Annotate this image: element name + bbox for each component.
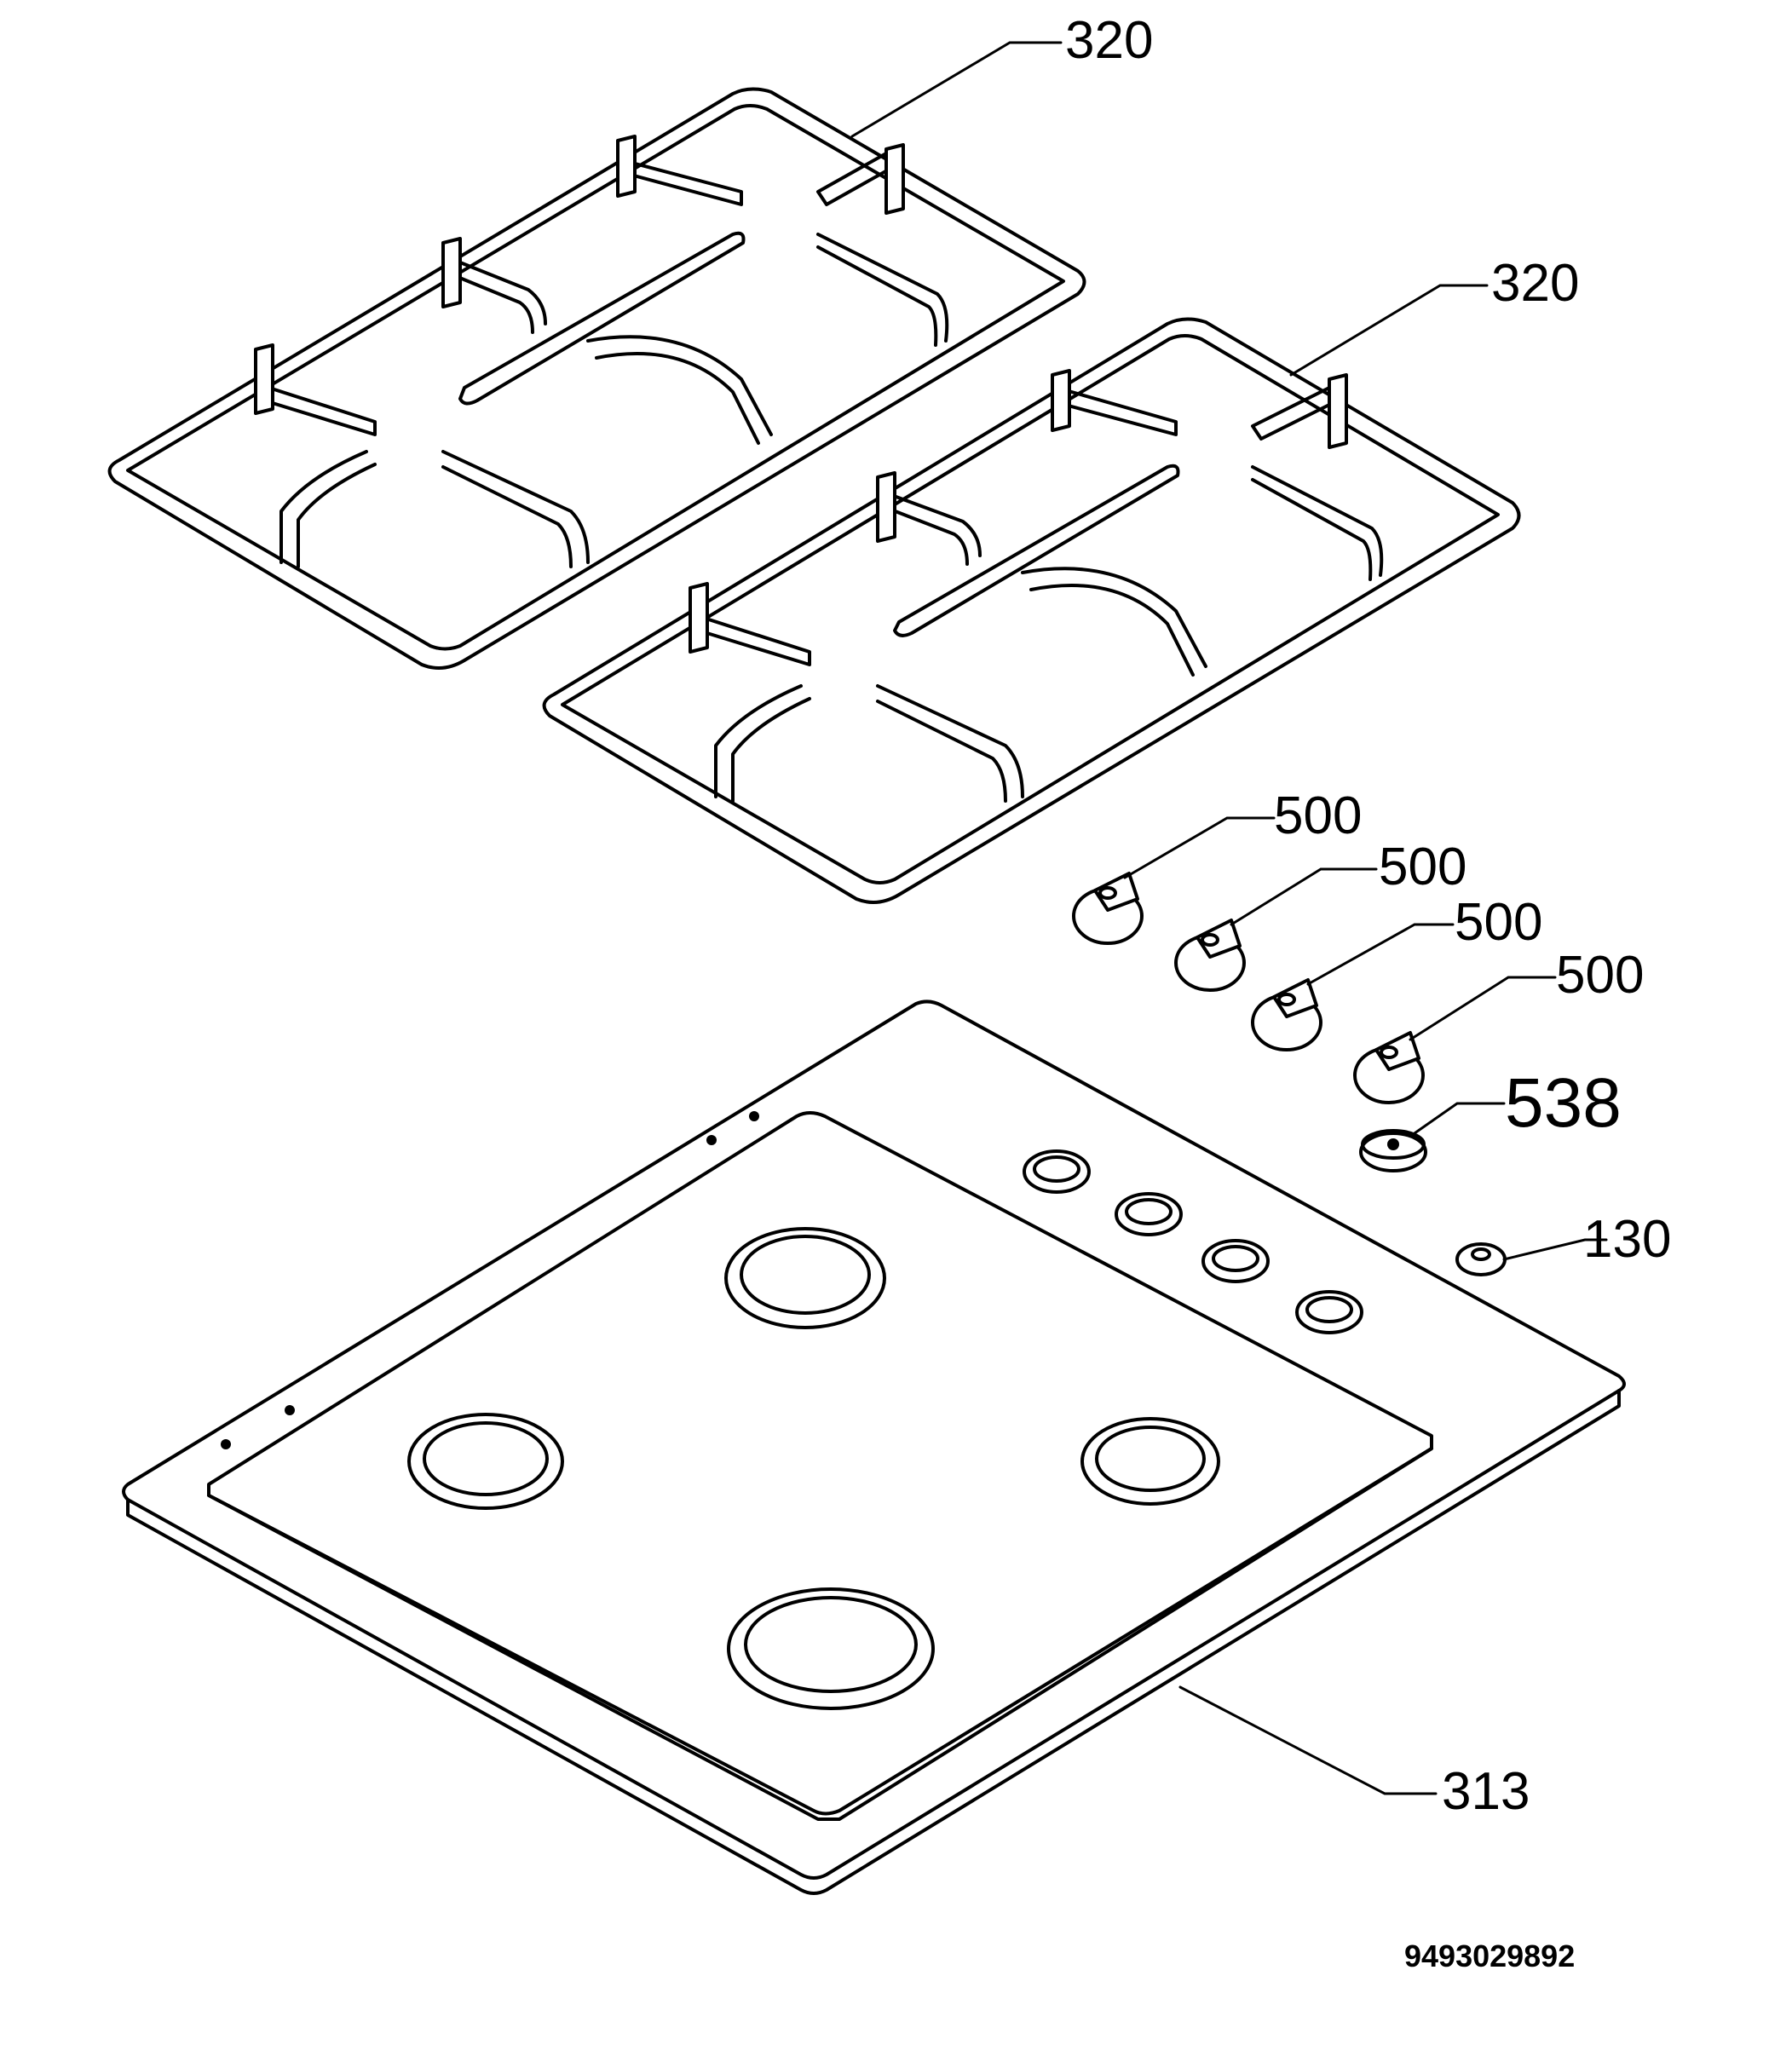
drawing-number: 9493029892: [1404, 1938, 1575, 1973]
label-grate-2: 320: [1491, 254, 1579, 313]
label-grate-1: 320: [1065, 11, 1153, 70]
label-ignition-button: 538: [1505, 1064, 1622, 1142]
label-knob-1: 500: [1274, 786, 1362, 845]
knob-hole-3: [1201, 1239, 1270, 1283]
knob-2: [1174, 919, 1246, 992]
label-knob-4: 500: [1556, 946, 1644, 1005]
knob-hole-1: [1023, 1149, 1091, 1194]
knob-hole-2: [1115, 1192, 1183, 1236]
label-hob-top: 313: [1442, 1762, 1530, 1821]
label-knob-2: 500: [1379, 838, 1466, 896]
screw-holes: [221, 1111, 759, 1449]
small-bushing: [1455, 1242, 1507, 1276]
ignition-button: [1359, 1129, 1427, 1172]
burner-hole-left: [407, 1413, 564, 1510]
knob-1: [1072, 872, 1144, 945]
grate-2: [542, 317, 1521, 904]
label-knob-3: 500: [1455, 893, 1542, 952]
burner-hole-rear: [724, 1227, 886, 1329]
leader-lines: [850, 41, 1608, 1795]
label-small-bushing: 130: [1583, 1210, 1671, 1269]
knob-3: [1251, 978, 1322, 1051]
knob-hole-4: [1295, 1290, 1363, 1334]
burner-hole-front: [727, 1587, 935, 1710]
burner-hole-right: [1080, 1417, 1220, 1506]
knob-4: [1353, 1031, 1425, 1104]
grate-1: [107, 87, 1086, 670]
hob-top: [122, 999, 1626, 1895]
